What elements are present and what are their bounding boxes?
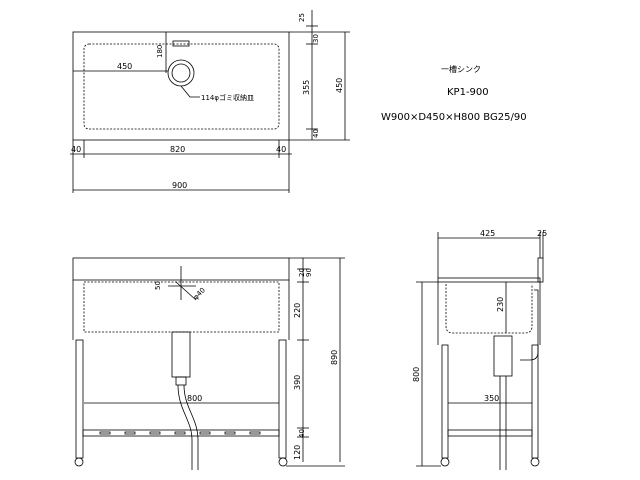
side-view — [416, 232, 544, 470]
side-hose — [499, 376, 507, 470]
dim-top-thickness: 20 — [298, 268, 306, 277]
leg-left — [75, 339, 84, 459]
dim-bg-depth: 25 — [298, 13, 306, 22]
spec-line: W900×D450×H800 BG25/90 — [381, 112, 527, 123]
side-trap — [493, 335, 513, 377]
dim-drain-offset: 50 — [154, 281, 162, 290]
front-bowl — [83, 281, 280, 333]
drain-trap — [171, 331, 191, 378]
leg-right — [278, 339, 287, 459]
dim-leg-upper: 390 — [293, 375, 302, 390]
dim-depth-to-bg: 425 — [480, 229, 495, 238]
top-view — [70, 10, 350, 193]
title-block: 一槽シンク KP1-900 W900×D450×H800 BG25/90 — [381, 64, 527, 123]
dim-overall-width: 900 — [172, 181, 187, 190]
dim-front-bowl: 220 — [293, 303, 302, 318]
drain-leader — [180, 85, 200, 98]
dim-inner-span: 800 — [187, 394, 202, 403]
drain-note: 114φゴミ収納皿 — [201, 93, 254, 102]
dim-overall-depth: 450 — [335, 78, 344, 93]
side-shelf — [447, 429, 533, 437]
dim-drain-y: 180 — [156, 45, 164, 58]
dim-side-bowl: 230 — [496, 297, 505, 312]
drain-cap — [175, 376, 187, 386]
dim-bg-thickness: 25 — [537, 229, 547, 238]
shelf-slots — [99, 431, 261, 435]
drain-inner — [171, 63, 191, 83]
dim-leg-lower: 120 — [293, 445, 302, 460]
drain-hose — [177, 384, 193, 470]
side-caster-l — [440, 457, 450, 467]
dim-rim-top: 30 — [312, 34, 320, 43]
dim-right-rim: 40 — [276, 145, 286, 154]
drain-hose-2 — [183, 384, 199, 470]
bowl-outline — [83, 43, 280, 130]
shelf-bar — [82, 429, 280, 437]
dim-side-height: 800 — [412, 367, 421, 382]
side-leg-r — [531, 344, 539, 459]
top-outline — [72, 31, 290, 141]
dim-drain-diameter: φ40 — [192, 286, 207, 301]
dim-left-rim: 40 — [71, 145, 81, 154]
overflow-slot — [172, 40, 190, 47]
side-bowl — [445, 284, 533, 334]
dim-bowl-depth: 355 — [302, 80, 311, 95]
product-type: 一槽シンク — [441, 64, 481, 74]
dim-shelf: 40 — [298, 429, 306, 438]
front-view — [72, 257, 345, 470]
caster-right — [278, 457, 288, 467]
side-leg-l — [441, 344, 449, 459]
caster-left — [74, 457, 84, 467]
side-top — [437, 277, 541, 283]
model-number: KP1-900 — [447, 87, 489, 98]
drain-dia-leader — [175, 281, 197, 301]
side-backguard — [537, 257, 544, 283]
side-caster-r — [530, 457, 540, 467]
dim-inner-depth: 350 — [484, 394, 499, 403]
dim-bowl-width: 820 — [170, 145, 185, 154]
dim-total-height: 890 — [330, 350, 339, 365]
dim-drain-x: 450 — [117, 62, 132, 71]
overflow-pipe — [520, 289, 539, 361]
dim-top-gap: 90 — [305, 268, 313, 277]
dim-rim-bottom: 40 — [312, 129, 320, 138]
